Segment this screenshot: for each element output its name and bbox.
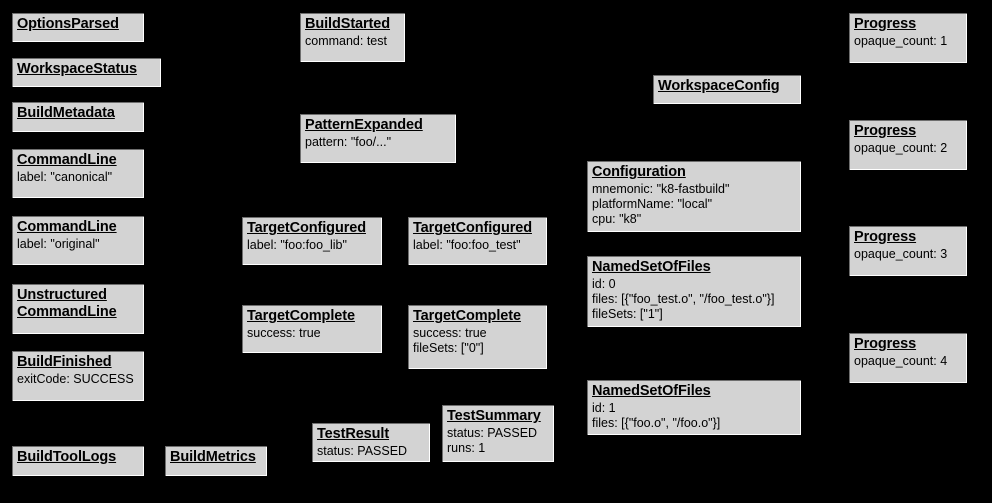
event-node-title: WorkspaceStatus [17,61,137,77]
event-node-field: label: "original" [17,237,100,251]
event-node-fields: exitCode: SUCCESS [17,372,139,387]
event-node-workspace-status[interactable]: WorkspaceStatus [11,57,162,88]
event-node-title: Progress [854,16,917,32]
event-node-fields: command: test [305,34,400,49]
event-node-title: TargetConfigured [247,220,366,236]
event-node-title: PatternExpanded [305,117,423,133]
event-node-field: id: 1 [592,401,616,415]
event-node-field: command: test [305,34,387,48]
event-node-field: fileSets: ["1"] [592,307,663,321]
event-node-title: WorkspaceConfig [658,78,780,94]
event-node-field: files: [{"foo_test.o", "/foo_test.o"}] [592,292,775,306]
event-node-fields: success: true [247,326,377,341]
event-node-field: opaque_count: 2 [854,141,948,155]
event-node-fields: status: PASSED [317,444,425,459]
event-node-configuration[interactable]: Configuration mnemonic: "k8-fastbuild"pla… [586,160,802,233]
event-node-fields: label: "foo:foo_test" [413,238,542,253]
event-node-title: Progress [854,229,917,245]
event-node-unstructured-command-line[interactable]: Unstructured CommandLine [11,283,145,335]
event-node-title: Unstructured CommandLine [17,287,117,320]
event-node-command-line-canonical[interactable]: CommandLine label: "canonical" [11,148,145,199]
event-node-progress-1[interactable]: Progress opaque_count: 1 [848,12,968,64]
event-node-title: NamedSetOfFiles [592,383,711,399]
event-node-target-configured-foo-test[interactable]: TargetConfigured label: "foo:foo_test" [407,216,548,266]
event-node-build-finished[interactable]: BuildFinished exitCode: SUCCESS [11,350,145,402]
event-node-field: label: "canonical" [17,170,113,184]
event-node-pattern-expanded[interactable]: PatternExpanded pattern: "foo/..." [299,113,457,164]
event-node-progress-3[interactable]: Progress opaque_count: 3 [848,225,968,277]
event-node-field: runs: 1 [447,441,486,455]
event-node-field: fileSets: ["0"] [413,341,484,355]
event-node-title: TargetComplete [413,308,521,324]
event-node-field: exitCode: SUCCESS [17,372,134,386]
event-node-workspace-config[interactable]: WorkspaceConfig [652,74,802,105]
event-node-field: status: PASSED [317,444,408,458]
event-node-target-complete-foo-lib[interactable]: TargetComplete success: true [241,304,383,354]
event-node-progress-2[interactable]: Progress opaque_count: 2 [848,119,968,171]
event-node-title: CommandLine [17,152,117,168]
event-node-title: BuildStarted [305,16,391,32]
event-node-field: mnemonic: "k8-fastbuild" [592,182,730,196]
event-node-title: NamedSetOfFiles [592,259,711,275]
event-node-field: success: true [413,326,487,340]
event-node-field: pattern: "foo/..." [305,135,392,149]
event-node-title: OptionsParsed [17,16,119,32]
event-node-field: opaque_count: 1 [854,34,948,48]
event-node-command-line-original[interactable]: CommandLine label: "original" [11,215,145,266]
event-node-field: opaque_count: 4 [854,354,948,368]
event-node-field: opaque_count: 3 [854,247,948,261]
event-node-title: BuildMetrics [170,449,256,465]
event-node-title: Progress [854,123,917,139]
event-node-build-started[interactable]: BuildStarted command: test [299,12,406,63]
event-node-field: platformName: "local" [592,197,713,211]
event-node-fields: opaque_count: 2 [854,141,962,156]
event-node-title: TestSummary [447,408,541,424]
event-node-title: TargetConfigured [413,220,532,236]
event-node-field: label: "foo:foo_test" [413,238,521,252]
event-node-test-result[interactable]: TestResult status: PASSED [311,422,431,463]
event-node-title: CommandLine [17,219,117,235]
event-node-fields: pattern: "foo/..." [305,135,451,150]
event-node-fields: mnemonic: "k8-fastbuild"platformName: "l… [592,182,796,227]
event-node-build-tool-logs[interactable]: BuildToolLogs [11,445,145,477]
event-node-title: BuildFinished [17,354,112,370]
event-node-title: BuildMetadata [17,105,115,121]
event-node-title: TestResult [317,426,390,442]
event-node-field: files: [{"foo.o", "/foo.o"}] [592,416,721,430]
event-node-fields: opaque_count: 3 [854,247,962,262]
event-node-field: label: "foo:foo_lib" [247,238,347,252]
event-node-progress-4[interactable]: Progress opaque_count: 4 [848,332,968,384]
event-node-title: Configuration [592,164,686,180]
event-node-title: BuildToolLogs [17,449,117,465]
event-node-field: status: PASSED [447,426,538,440]
event-node-field: success: true [247,326,321,340]
event-node-title: Progress [854,336,917,352]
event-node-build-metadata[interactable]: BuildMetadata [11,101,145,133]
event-node-title: TargetComplete [247,308,355,324]
event-node-fields: label: "canonical" [17,170,139,185]
event-node-field: id: 0 [592,277,616,291]
event-node-build-metrics[interactable]: BuildMetrics [164,445,268,477]
event-node-options-parsed[interactable]: OptionsParsed [11,12,145,43]
event-node-fields: label: "original" [17,237,139,252]
event-node-target-configured-foo-lib[interactable]: TargetConfigured label: "foo:foo_lib" [241,216,383,266]
event-node-fields: opaque_count: 4 [854,354,962,369]
event-node-fields: opaque_count: 1 [854,34,962,49]
event-node-fields: label: "foo:foo_lib" [247,238,377,253]
event-node-field: cpu: "k8" [592,212,642,226]
